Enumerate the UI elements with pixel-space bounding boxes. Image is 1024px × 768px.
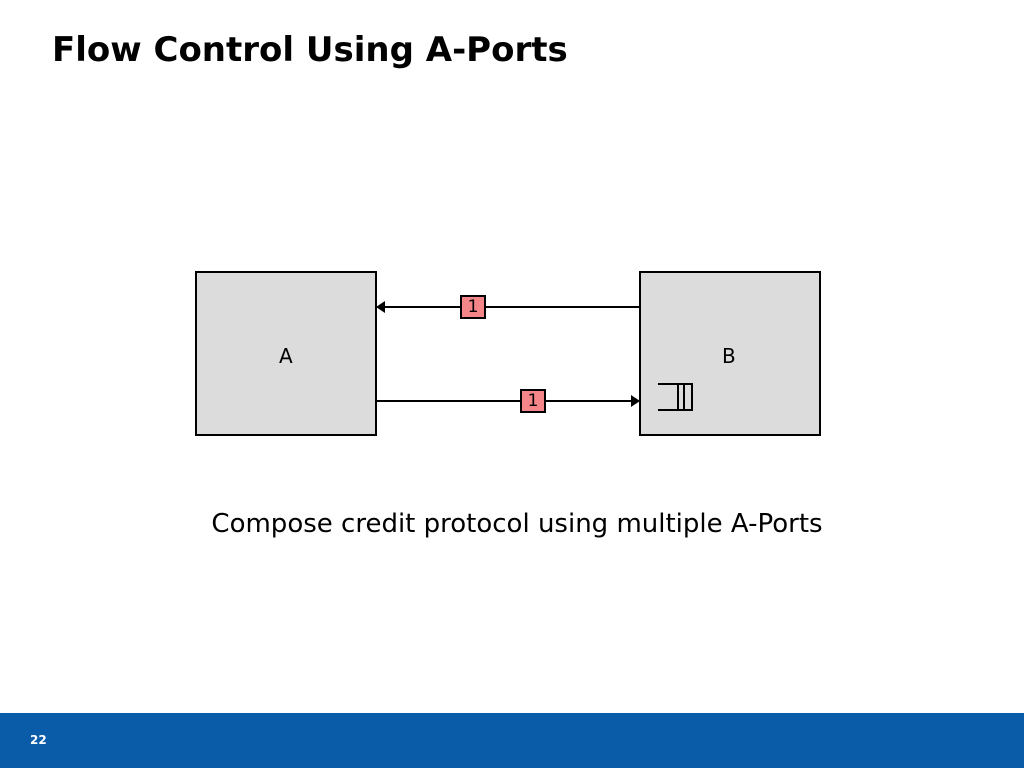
edge-b-to-a-credit-badge: 1	[460, 295, 486, 319]
node-a: A	[195, 271, 377, 436]
queue-icon	[658, 383, 693, 411]
edge-b-to-a-line	[384, 306, 639, 308]
slide-title: Flow Control Using A-Ports	[52, 30, 568, 70]
slide-caption: Compose credit protocol using multiple A…	[211, 509, 823, 539]
edge-b-to-a-arrowhead	[376, 301, 385, 313]
footer-bar: 22	[0, 713, 1024, 768]
edge-a-to-b-credit-badge: 1	[520, 389, 546, 413]
page-number: 22	[30, 733, 47, 747]
node-b: B	[639, 271, 821, 436]
node-a-label: A	[279, 344, 293, 368]
node-b-label: B	[722, 344, 736, 368]
edge-a-to-b-arrowhead	[631, 395, 640, 407]
edge-a-to-b-line	[377, 400, 631, 402]
